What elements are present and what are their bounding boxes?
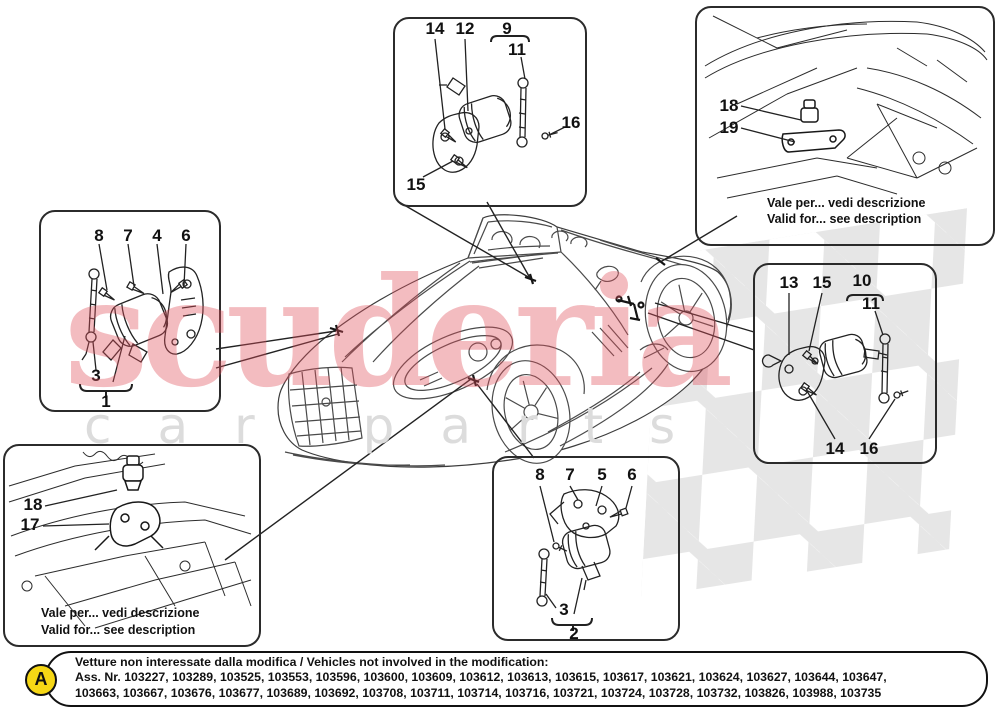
- callout-3: 3: [559, 600, 569, 619]
- top-middle-sensor-drawing: [422, 35, 566, 178]
- inset-front-left-sensor: 8 7 4 6 3 1: [39, 210, 221, 412]
- inset-top-right-chassis: 18 19 Vale per... vedi descrizione Valid…: [695, 6, 995, 246]
- validity-note-it: Vale per... vedi descrizione: [41, 606, 200, 620]
- inset-top-middle-sensor: 14 12 9 11 16 15: [393, 17, 587, 207]
- mid-right-sensor-drawing: [761, 292, 909, 440]
- callout-13: 13: [779, 273, 799, 292]
- callout-16: 16: [561, 113, 581, 132]
- validity-note-it: Vale per... vedi descrizione: [767, 196, 926, 210]
- modification-note-bar: A Vetture non interessate dalla modifica…: [0, 645, 1000, 710]
- callout-7: 7: [565, 465, 575, 484]
- callout-5: 5: [597, 465, 607, 484]
- callout-18: 18: [23, 495, 43, 514]
- callout-8: 8: [94, 226, 104, 245]
- callout-4: 4: [152, 226, 162, 245]
- callout-11: 11: [862, 294, 880, 313]
- callout-15: 15: [812, 273, 832, 292]
- callout-3: 3: [91, 366, 101, 385]
- validity-note-en: Valid for... see description: [41, 623, 196, 637]
- note-title: Vetture non interessate dalla modifica /…: [75, 655, 549, 669]
- callout-2: 2: [569, 624, 579, 643]
- note-numbers-line1: Ass. Nr. 103227, 103289, 103525, 103553,…: [75, 670, 887, 685]
- callout-8: 8: [535, 465, 545, 484]
- callout-15: 15: [406, 175, 426, 194]
- callout-14: 14: [825, 439, 845, 458]
- callout-12: 12: [455, 19, 475, 38]
- callout-17: 17: [20, 515, 40, 534]
- top-right-chassis-drawing: [704, 15, 988, 199]
- callout-11: 11: [508, 40, 526, 59]
- callout-9: 9: [502, 19, 512, 38]
- note-badge-a: A: [25, 664, 57, 696]
- bottom-left-chassis-drawing: [8, 450, 252, 629]
- front-left-sensor-drawing: [79, 243, 204, 398]
- note-text: Vetture non interessate dalla modifica /…: [75, 655, 887, 701]
- sensor-location-marks: [329, 257, 666, 387]
- callout-14: 14: [425, 19, 445, 38]
- callout-19: 19: [719, 118, 739, 137]
- callout-1: 1: [101, 392, 111, 411]
- callout-6: 6: [181, 226, 191, 245]
- bottom-middle-sensor-drawing: [536, 485, 633, 631]
- callout-16: 16: [859, 439, 879, 458]
- validity-note-en: Valid for... see description: [767, 212, 922, 226]
- inset-bottom-middle-sensor: 8 7 5 6 3 2: [492, 456, 680, 643]
- inset-mid-right-sensor: 13 15 10 11 14 16: [753, 263, 937, 464]
- inset-bottom-left-chassis: 18 17 Vale per... vedi descrizione Valid…: [3, 444, 261, 647]
- callout-7: 7: [123, 226, 133, 245]
- callout-10: 10: [852, 271, 872, 290]
- note-pill: [45, 651, 988, 707]
- callout-18: 18: [719, 96, 739, 115]
- car-body: [277, 214, 732, 468]
- callout-6: 6: [627, 465, 637, 484]
- note-numbers-line2: 103663, 103667, 103676, 103677, 103689, …: [75, 685, 882, 700]
